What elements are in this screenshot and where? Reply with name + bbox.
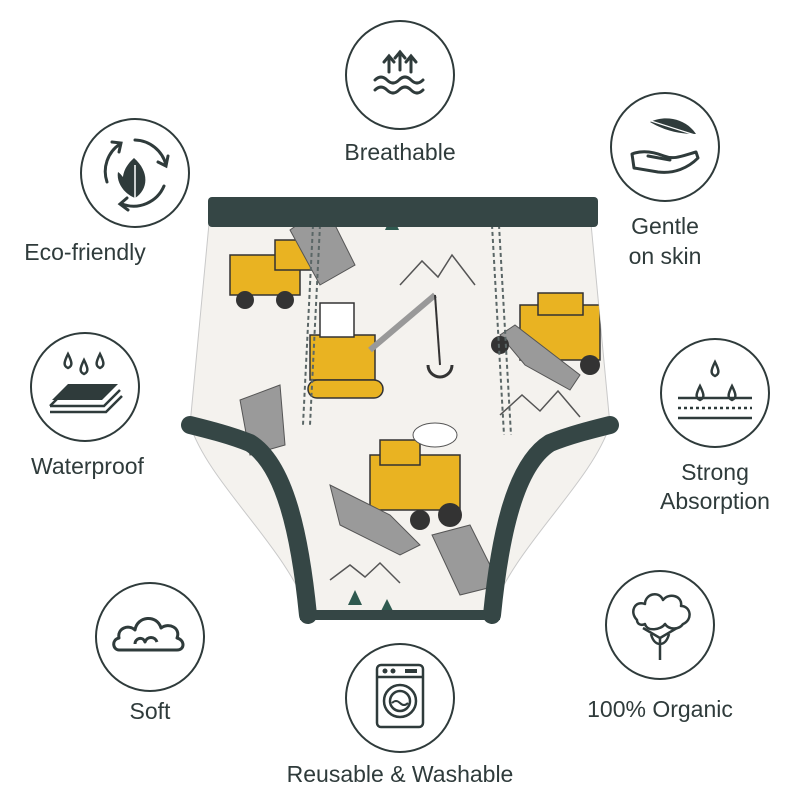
eco-leaf-recycle-icon xyxy=(80,118,190,228)
washable-label: Reusable & Washable xyxy=(286,761,514,787)
print-bulldozer-center xyxy=(329,422,462,556)
absorption-label-line2: Absorption xyxy=(660,488,770,514)
print-crane xyxy=(307,292,454,399)
product-training-pants xyxy=(170,185,630,645)
soft-label: Soft xyxy=(129,698,171,724)
breathable-icon xyxy=(345,20,455,130)
absorb-drops-layers-icon xyxy=(660,338,770,448)
cotton-flower-icon xyxy=(605,570,715,680)
gentle-label-line2: on skin xyxy=(628,243,702,269)
washing-machine-icon xyxy=(345,643,455,753)
gentle-label-line1: Gentle xyxy=(631,213,699,239)
absorption-label-line1: Strong xyxy=(681,459,749,485)
waterproof-label: Waterproof xyxy=(31,453,144,479)
feather-hand-icon xyxy=(610,92,720,202)
eco-friendly-label: Eco-friendly xyxy=(24,239,146,265)
print-bulldozer-right xyxy=(491,292,601,391)
water-drops-layers-icon xyxy=(30,332,140,442)
cloud-icon xyxy=(95,582,205,692)
breathable-label: Breathable xyxy=(344,139,456,165)
organic-label: 100% Organic xyxy=(587,696,733,722)
